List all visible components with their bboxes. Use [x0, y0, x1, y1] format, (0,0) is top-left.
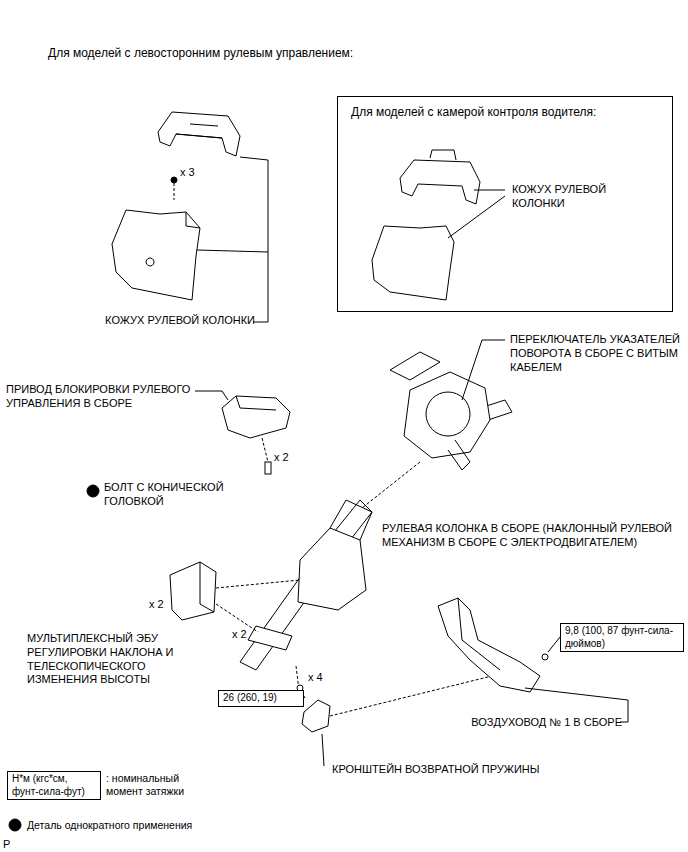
legend-torque-box: Н*м (кгс*см, фунт-сила-фут) [7, 771, 101, 800]
part-name: КОЖУХ РУЛЕВОЙ КОЛОНКИ [512, 183, 632, 211]
node-heading: 26 (260, 19) [223, 692, 299, 705]
legend-text: : номинальный момент затяжки [106, 772, 202, 798]
part-name: МУЛЬТИПЛЕКСНЫЙ ЭБУ РЕГУЛИРОВКИ НАКЛОНА И… [27, 632, 195, 687]
part-name: ПРИВОД БЛОКИРОВКИ РУЛЕВОГО УПРАВЛЕНИЯ В … [6, 383, 196, 411]
count-mark: x 2 [149, 598, 164, 612]
part-name: БОЛТ С КОНИЧЕСКОЙ ГОЛОВКОЙ [104, 481, 254, 509]
node-heading: Н*м (кгс*см, фунт-сила-фут) [12, 773, 96, 798]
count-mark: x 3 [180, 166, 195, 180]
node-heading: 9,8 (100, 87 фунт-сила-дюймов) [565, 625, 679, 650]
count-mark: x 4 [308, 671, 323, 685]
count-mark: x 2 [232, 628, 247, 642]
inset-frame: Для моделей с камерой контроля водителя:… [337, 96, 673, 312]
torque-box: 9,8 (100, 87 фунт-сила-дюймов) [560, 623, 684, 652]
part-name: ВОЗДУХОВОД № 1 В СБОРЕ [432, 716, 622, 730]
part-name: РУЛЕВАЯ КОЛОНКА В СБОРЕ (НАКЛОННЫЙ РУЛЕВ… [382, 522, 682, 550]
torque-box: 26 (260, 19) [218, 690, 304, 707]
page-title: Для моделей с левосторонним рулевым упра… [48, 46, 353, 61]
part-name: ПЕРЕКЛЮЧАТЕЛЬ УКАЗАТЕЛЕЙ ПОВОРОТА В СБОР… [510, 333, 686, 374]
legend-text: Деталь однократного применения [27, 819, 247, 832]
page-code: P [3, 838, 10, 852]
count-mark: x 2 [274, 451, 289, 465]
node-heading: Для моделей с камерой контроля водителя: [351, 105, 596, 120]
part-name: КРОНШТЕЙН ВОЗВРАТНОЙ ПРУЖИНЫ [332, 763, 572, 777]
part-name: КОЖУХ РУЛЕВОЙ КОЛОНКИ [95, 314, 255, 328]
